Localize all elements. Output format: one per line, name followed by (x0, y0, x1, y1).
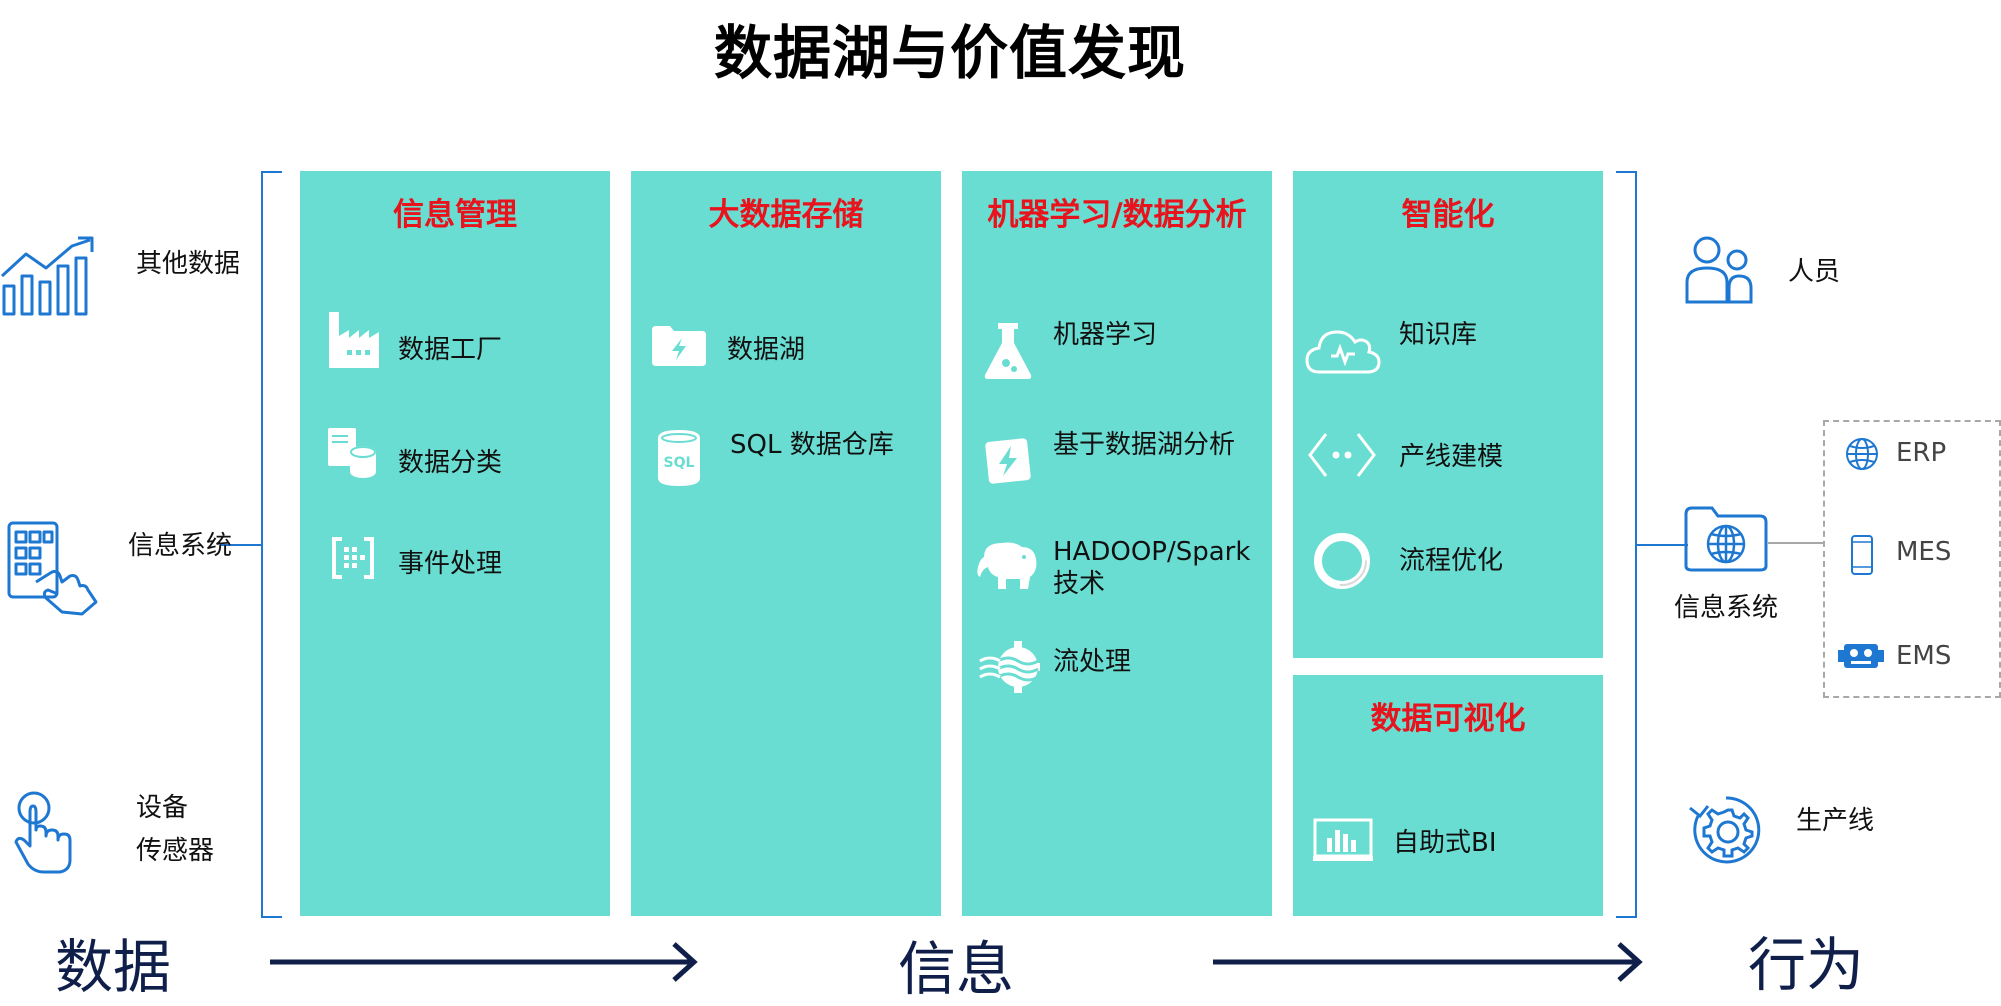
arrow-right-1 (270, 942, 698, 982)
production-line-label: 生产线 (1796, 806, 1875, 836)
info-system-right-label: 信息系统 (1674, 593, 1779, 623)
tablet-touch-icon (7, 521, 98, 616)
mobile-phone-icon (1851, 535, 1873, 575)
factory-icon (329, 312, 379, 368)
item-stream-processing: 流处理 (1053, 647, 1132, 677)
device-label: 设备 (136, 793, 189, 823)
panel-info-management: 信息管理 (300, 171, 610, 916)
panel-big-data-storage: 大数据存储 (631, 171, 941, 916)
lightning-analytics-icon (985, 438, 1031, 484)
left-connector-line (220, 544, 262, 546)
panel-intelligence: 智能化 (1293, 171, 1603, 658)
bottom-info-label: 信息 (898, 935, 1015, 1003)
bottom-action-label: 行为 (1748, 931, 1865, 999)
panel-title: 机器学习/数据分析 (987, 197, 1247, 233)
item-data-lake-analytics: 基于数据湖分析 (1053, 430, 1236, 460)
systems-box (1823, 420, 2001, 698)
left-bracket (261, 171, 282, 918)
code-brackets-icon (1308, 433, 1376, 477)
other-data-label: 其他数据 (136, 249, 241, 279)
event-hub-icon (332, 537, 374, 579)
system-mes: MES (1896, 537, 1952, 567)
item-hadoop-spark-line2: 技术 (1053, 569, 1106, 599)
refresh-gear-icon (1689, 796, 1761, 864)
system-connector-line (1768, 542, 1824, 544)
panel-title: 数据可视化 (1370, 701, 1526, 737)
info-system-left-label: 信息系统 (128, 531, 233, 561)
globe-folder-icon (1684, 506, 1768, 572)
data-catalog-icon (328, 428, 376, 478)
touch-hand-icon (14, 791, 72, 874)
item-machine-learning: 机器学习 (1053, 320, 1158, 350)
item-knowledge-base: 知识库 (1399, 320, 1478, 350)
panel-title: 大数据存储 (708, 197, 864, 233)
page-title: 数据湖与价值发现 (713, 19, 1186, 87)
item-data-factory: 数据工厂 (398, 335, 503, 365)
people-icon (1685, 236, 1753, 304)
item-event-processing: 事件处理 (398, 549, 503, 579)
arrow-right-2 (1213, 942, 1643, 982)
panel-title: 信息管理 (393, 197, 517, 233)
item-data-classification: 数据分类 (398, 448, 503, 478)
stream-gear-icon (979, 641, 1040, 693)
item-hadoop-spark: HADOOP/Spark (1053, 537, 1251, 567)
data-lake-folder-icon (652, 326, 706, 366)
item-line-modeling: 产线建模 (1399, 442, 1504, 472)
cloud-brain-icon (1305, 330, 1381, 374)
right-connector-line (1636, 544, 1688, 546)
people-label: 人员 (1788, 257, 1841, 287)
item-process-optimization: 流程优化 (1399, 546, 1504, 576)
elephant-icon (977, 542, 1037, 589)
item-data-lake: 数据湖 (727, 335, 806, 365)
svg-text:SQL: SQL (664, 455, 695, 471)
globe-icon (1846, 438, 1878, 470)
item-self-service-bi: 自助式BI (1393, 828, 1497, 858)
panel-title: 智能化 (1401, 197, 1495, 233)
rising-chart-icon (0, 236, 94, 316)
sensor-label: 传感器 (136, 836, 215, 866)
bar-chart-icon (1313, 818, 1373, 861)
system-ems: EMS (1896, 641, 1952, 671)
ring-icon (1314, 533, 1370, 589)
bottom-data-label: 数据 (55, 933, 172, 1001)
robot-icon (1838, 644, 1884, 668)
item-sql-warehouse: SQL 数据仓库 (730, 430, 894, 460)
sql-database-icon: SQL (658, 430, 700, 486)
panel-data-visualization: 数据可视化 (1293, 675, 1603, 916)
system-erp: ERP (1896, 438, 1947, 468)
flask-icon (984, 323, 1032, 379)
